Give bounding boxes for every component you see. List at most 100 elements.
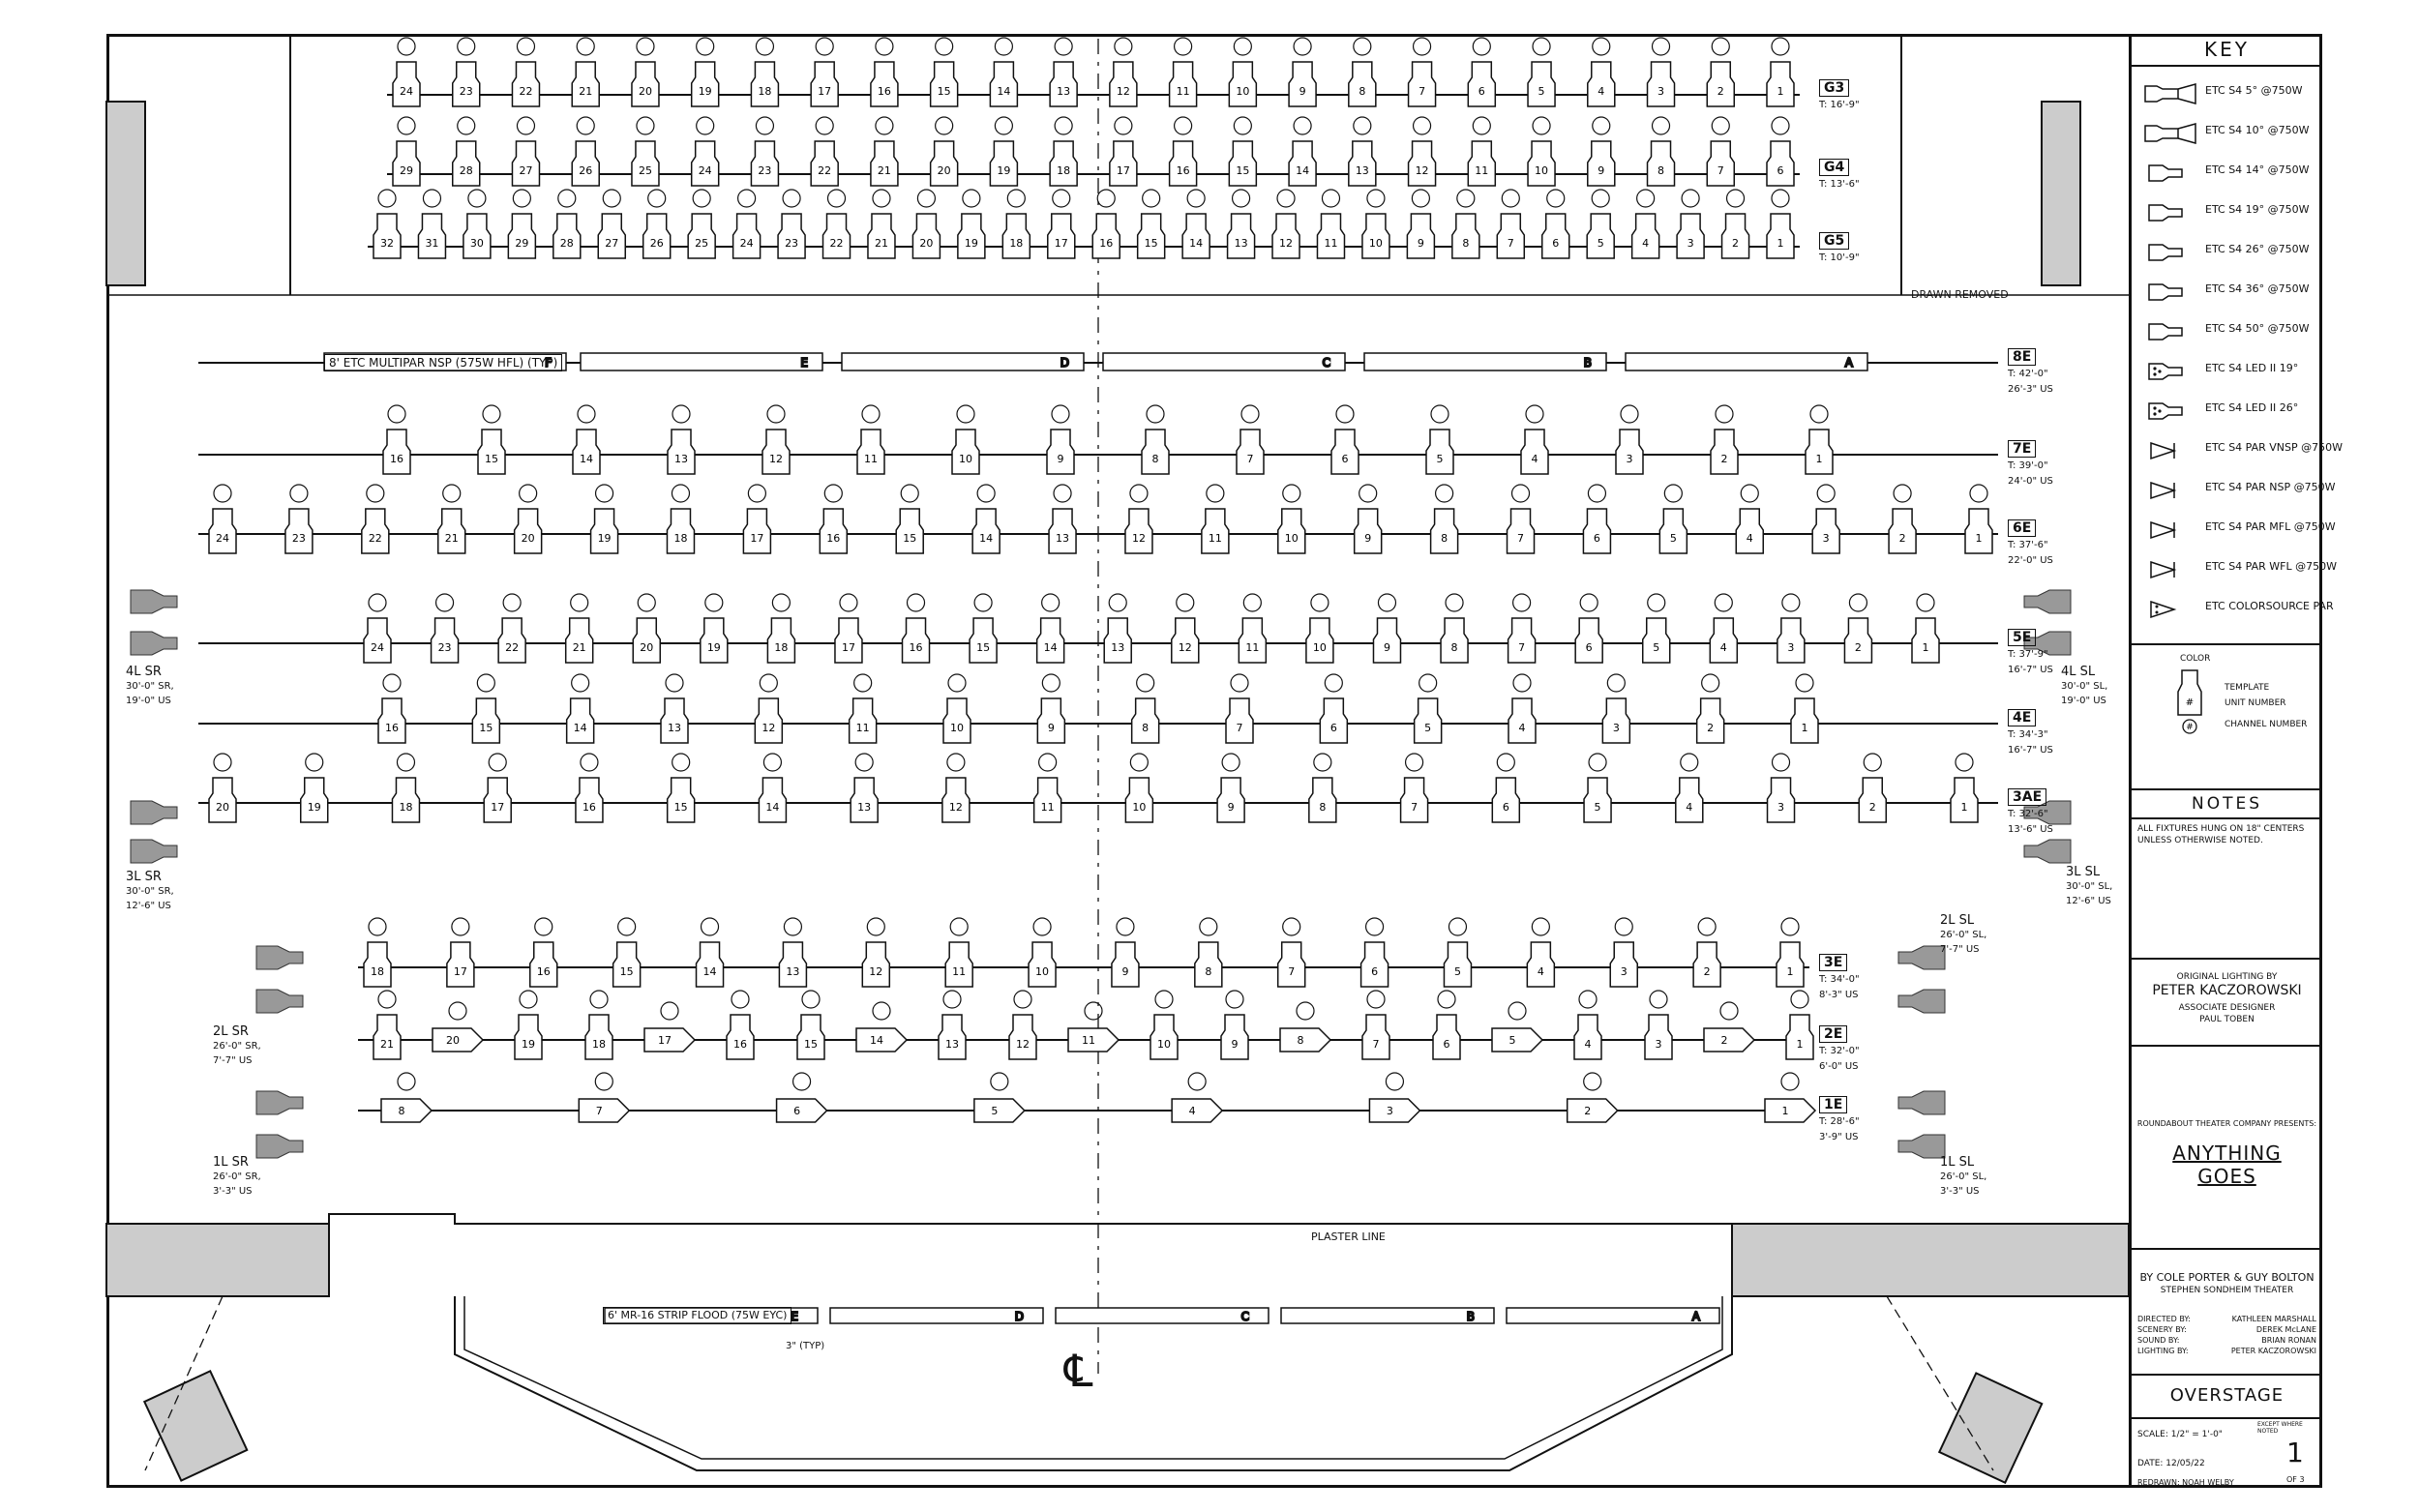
pipe-id: 4E [2008, 709, 2037, 726]
fixture: 2 [1706, 37, 1736, 107]
pipe-id: 5E [2008, 629, 2037, 646]
key-item-label: ETC COLORSOURCE PAR [2205, 600, 2334, 612]
fixture: 26 [571, 116, 600, 187]
fixture: 6 [1432, 990, 1461, 1060]
channel-circle [1532, 37, 1551, 56]
fixture-unit-number: 20 [639, 85, 652, 98]
strip-unit [1055, 1307, 1269, 1324]
strip-unit [829, 1307, 1044, 1324]
fixture: 16 [901, 593, 931, 664]
key-item-label: ETC S4 36° @750W [2205, 282, 2310, 295]
channel-circle [1588, 753, 1607, 772]
fixture-unit-number: 27 [605, 237, 618, 250]
fixture: 8 [1646, 116, 1676, 187]
channel-circle [594, 484, 614, 503]
led-par-icon [2150, 600, 2177, 619]
channel-circle [1663, 484, 1683, 503]
channel-circle [826, 189, 847, 208]
fixture: 27 [511, 116, 541, 187]
fixture: 7 [1496, 189, 1526, 259]
fixture: 2 [1692, 917, 1721, 988]
fixture-unit-number: 9 [1228, 801, 1235, 814]
channel-circle [1176, 593, 1195, 612]
fixture: 9 [1216, 753, 1245, 823]
pipe-id: G4 [1819, 159, 1850, 176]
date: DATE: 12/05/22 [2137, 1459, 2205, 1468]
key-item: ETC COLORSOURCE PAR [2137, 592, 2334, 627]
fixture: 15 [796, 990, 825, 1060]
fixture-unit-number: 2 [1707, 722, 1714, 734]
channel-circle [1053, 484, 1072, 503]
fixture-unit-number: 8 [1142, 722, 1149, 734]
fixture: 7 [578, 1072, 631, 1123]
fixture: 10 [1124, 753, 1154, 823]
channel-circle [872, 189, 891, 208]
fixture-unit-number: 3 [1657, 85, 1664, 98]
channel-circle [1116, 917, 1135, 936]
multipar-unit [1102, 352, 1346, 371]
channel-circle [366, 484, 385, 503]
fixture: 21 [870, 116, 899, 187]
fixture-unit-number: 5 [991, 1105, 998, 1117]
channel-circle [1114, 37, 1133, 56]
fixture-unit-number: 13 [1356, 164, 1369, 177]
ellipsoidal-icon [2148, 283, 2183, 301]
fixture: 5 [1586, 189, 1615, 259]
channel-circle [1591, 189, 1610, 208]
fixture: 18 [750, 37, 780, 107]
pipe-distance: 26'-3" US [2008, 384, 2053, 395]
fixture-unit-number: 13 [668, 722, 681, 734]
fixture: 10 [1527, 116, 1556, 187]
fixture-unit-number: 19 [997, 164, 1010, 177]
fixture-unit-number: 4 [1642, 237, 1649, 250]
channel-circle [368, 593, 387, 612]
fixture: 7 [1225, 673, 1254, 744]
fixture-unit-number: 10 [1369, 237, 1383, 250]
channel-circle [731, 990, 750, 1009]
fixture-unit-number: 13 [857, 801, 871, 814]
channel-circle [672, 753, 691, 772]
fixture: 14 [758, 753, 788, 823]
channel-circle [1592, 37, 1611, 56]
legend-template: TEMPLATE [2225, 683, 2270, 693]
channel-circle [853, 673, 873, 693]
show-title-line2: GOES [2197, 1165, 2256, 1188]
fixture: 18 [1049, 116, 1078, 187]
channel-circle [1780, 917, 1800, 936]
channel-circle [1225, 990, 1244, 1009]
strip-section-label: D [1015, 1310, 1024, 1323]
fixture-unit-number: 30 [470, 237, 484, 250]
sheet-title: OVERSTAGE [2169, 1385, 2285, 1406]
channel-circle [1187, 1072, 1207, 1091]
fixture-unit-number: 8 [1451, 641, 1458, 654]
channel-circle [1359, 484, 1378, 503]
fixture-unit-number: 16 [826, 532, 840, 545]
fixture-unit-number: 21 [875, 237, 888, 250]
fixture-unit-number: 6 [1777, 164, 1784, 177]
channel-circle [815, 37, 834, 56]
fixture-unit-number: 31 [425, 237, 438, 250]
channel-circle [602, 189, 621, 208]
channel-circle [1032, 917, 1052, 936]
fixture: 3 [1615, 404, 1644, 475]
fixture-unit-number: 12 [1117, 85, 1130, 98]
fixture-unit-number: 14 [1189, 237, 1203, 250]
fixture-unit-number: 12 [769, 453, 783, 465]
channel-circle [1174, 37, 1193, 56]
strip-note: 3" (TYP) [786, 1341, 825, 1351]
channel-circle [1771, 116, 1790, 135]
fixture-unit-number: 13 [674, 453, 688, 465]
pipe-trim: T: 32'-6" [2008, 809, 2048, 819]
fixture: 17 [483, 753, 512, 823]
channel-circle [900, 484, 919, 503]
fixture-unit-number: 12 [1279, 237, 1293, 250]
fixture-unit-number: 28 [460, 164, 473, 177]
boom-fixture-icon [2023, 839, 2072, 864]
fixture: 18 [584, 990, 613, 1060]
channel-circle [766, 404, 786, 424]
fixture: 24 [392, 37, 421, 107]
